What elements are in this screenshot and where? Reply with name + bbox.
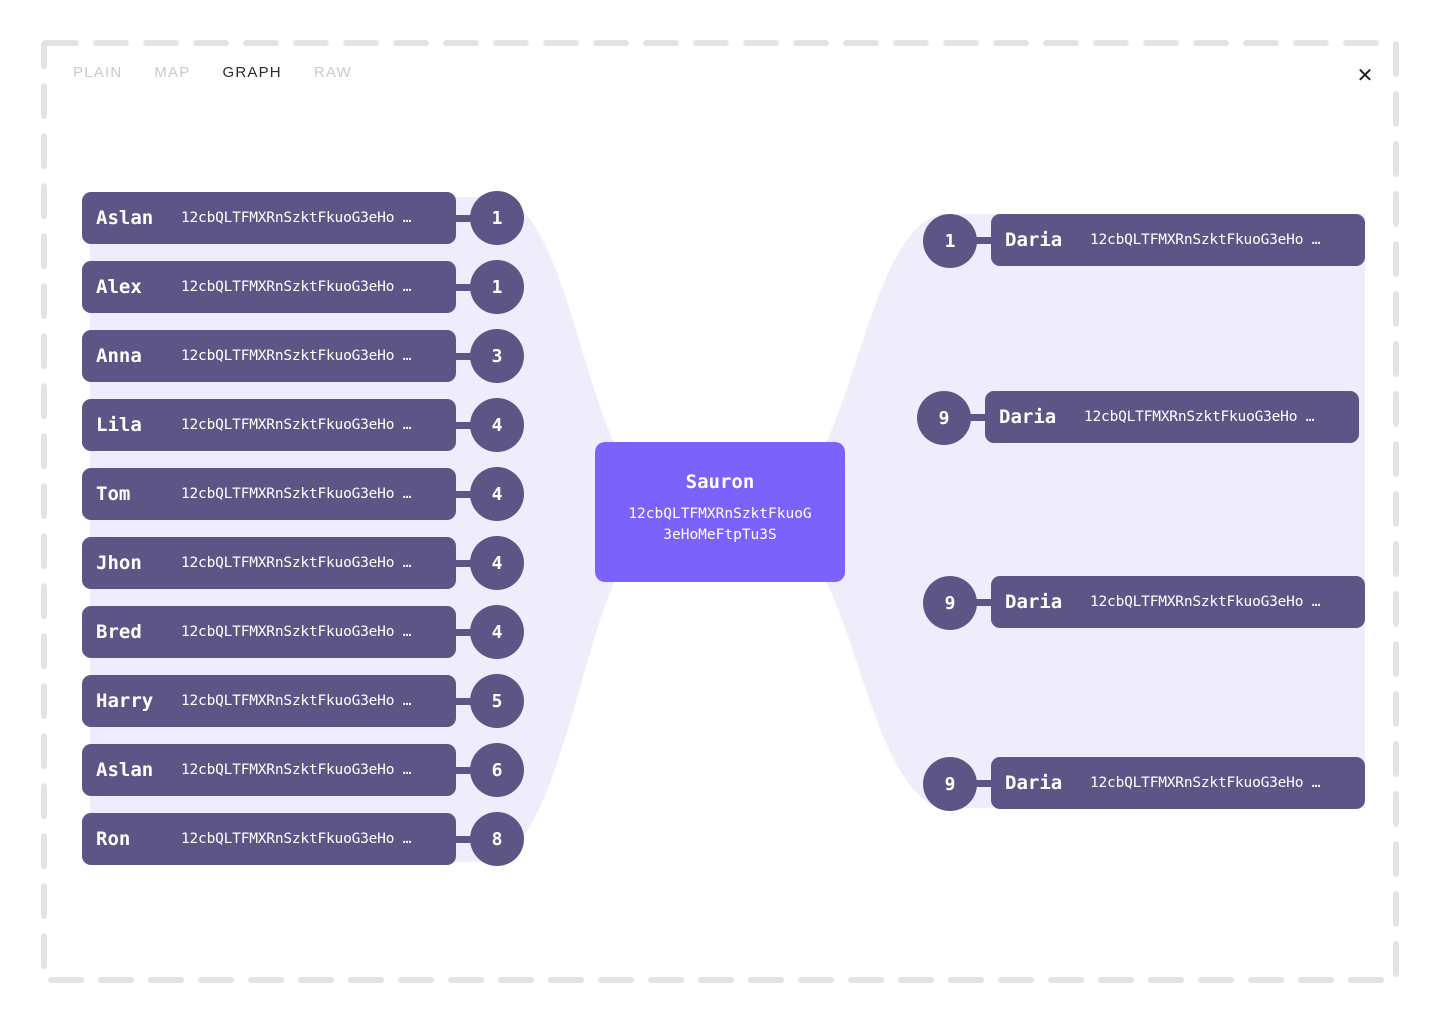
- input-pill[interactable]: Harry 12cbQLTFMXRnSzktFkuoG3eHo …: [82, 675, 456, 727]
- input-pill[interactable]: Alex 12cbQLTFMXRnSzktFkuoG3eHo …: [82, 261, 456, 313]
- output-count-badge: 9: [923, 757, 977, 811]
- connector: [455, 284, 475, 291]
- input-pill[interactable]: Anna 12cbQLTFMXRnSzktFkuoG3eHo …: [82, 330, 456, 382]
- input-name: Bred: [96, 621, 142, 643]
- output-count-badge: 1: [923, 214, 977, 268]
- input-name: Jhon: [96, 552, 142, 574]
- connector: [974, 237, 994, 244]
- output-name: Daria: [999, 406, 1057, 428]
- input-address: 12cbQLTFMXRnSzktFkuoG3eHo …: [181, 210, 412, 226]
- connector: [455, 353, 475, 360]
- tab-raw[interactable]: RAW: [313, 64, 352, 81]
- view-tabs: PLAIN MAP GRAPH RAW: [73, 64, 384, 81]
- input-count-badge: 4: [470, 467, 524, 521]
- input-pill[interactable]: Jhon 12cbQLTFMXRnSzktFkuoG3eHo …: [82, 537, 456, 589]
- input-address: 12cbQLTFMXRnSzktFkuoG3eHo …: [181, 762, 412, 778]
- input-name: Tom: [96, 483, 131, 505]
- input-address: 12cbQLTFMXRnSzktFkuoG3eHo …: [181, 348, 412, 364]
- output-pill[interactable]: Daria 12cbQLTFMXRnSzktFkuoG3eHo …: [991, 757, 1365, 809]
- input-address: 12cbQLTFMXRnSzktFkuoG3eHo …: [181, 693, 412, 709]
- input-address: 12cbQLTFMXRnSzktFkuoG3eHo …: [181, 624, 412, 640]
- connector: [455, 491, 475, 498]
- output-pill[interactable]: Daria 12cbQLTFMXRnSzktFkuoG3eHo …: [985, 391, 1359, 443]
- output-address: 12cbQLTFMXRnSzktFkuoG3eHo …: [1090, 775, 1321, 791]
- center-node[interactable]: Sauron 12cbQLTFMXRnSzktFkuoG3eHoMeFtpTu3…: [595, 442, 845, 582]
- output-name: Daria: [1005, 229, 1063, 251]
- connector: [455, 629, 475, 636]
- input-count-badge: 3: [470, 329, 524, 383]
- output-name: Daria: [1005, 591, 1063, 613]
- outputs-flow-area: [820, 214, 1365, 808]
- input-address: 12cbQLTFMXRnSzktFkuoG3eHo …: [181, 555, 412, 571]
- connector: [974, 599, 994, 606]
- connector: [455, 560, 475, 567]
- center-name: Sauron: [685, 471, 755, 493]
- connector: [455, 698, 475, 705]
- input-pill[interactable]: Tom 12cbQLTFMXRnSzktFkuoG3eHo …: [82, 468, 456, 520]
- connector: [455, 215, 475, 222]
- connector: [455, 767, 475, 774]
- input-pill[interactable]: Ron 12cbQLTFMXRnSzktFkuoG3eHo …: [82, 813, 456, 865]
- input-address: 12cbQLTFMXRnSzktFkuoG3eHo …: [181, 831, 412, 847]
- input-address: 12cbQLTFMXRnSzktFkuoG3eHo …: [181, 279, 412, 295]
- input-pill[interactable]: Aslan 12cbQLTFMXRnSzktFkuoG3eHo …: [82, 192, 456, 244]
- connector: [455, 836, 475, 843]
- tab-graph[interactable]: GRAPH: [222, 64, 282, 81]
- input-address: 12cbQLTFMXRnSzktFkuoG3eHo …: [181, 486, 412, 502]
- output-pill[interactable]: Daria 12cbQLTFMXRnSzktFkuoG3eHo …: [991, 576, 1365, 628]
- input-pill[interactable]: Lila 12cbQLTFMXRnSzktFkuoG3eHo …: [82, 399, 456, 451]
- input-address: 12cbQLTFMXRnSzktFkuoG3eHo …: [181, 417, 412, 433]
- output-pill[interactable]: Daria 12cbQLTFMXRnSzktFkuoG3eHo …: [991, 214, 1365, 266]
- input-pill[interactable]: Bred 12cbQLTFMXRnSzktFkuoG3eHo …: [82, 606, 456, 658]
- connector: [974, 780, 994, 787]
- output-address: 12cbQLTFMXRnSzktFkuoG3eHo …: [1090, 594, 1321, 610]
- input-count-badge: 4: [470, 536, 524, 590]
- input-name: Alex: [96, 276, 142, 298]
- output-count-badge: 9: [923, 576, 977, 630]
- input-count-badge: 5: [470, 674, 524, 728]
- input-name: Ron: [96, 828, 131, 850]
- output-count-badge: 9: [917, 391, 971, 445]
- tab-plain[interactable]: PLAIN: [73, 64, 123, 81]
- center-address: 12cbQLTFMXRnSzktFkuoG3eHoMeFtpTu3S: [628, 506, 812, 543]
- connector: [968, 414, 988, 421]
- input-count-badge: 1: [470, 260, 524, 314]
- tab-map[interactable]: MAP: [154, 64, 191, 81]
- input-name: Aslan: [96, 759, 154, 781]
- output-address: 12cbQLTFMXRnSzktFkuoG3eHo …: [1084, 409, 1315, 425]
- input-name: Harry: [96, 690, 154, 712]
- input-count-badge: 4: [470, 605, 524, 659]
- input-count-badge: 1: [470, 191, 524, 245]
- connector: [455, 422, 475, 429]
- input-count-badge: 4: [470, 398, 524, 452]
- input-count-badge: 8: [470, 812, 524, 866]
- input-name: Aslan: [96, 207, 154, 229]
- input-count-badge: 6: [470, 743, 524, 797]
- close-icon[interactable]: ✕: [1356, 63, 1374, 87]
- input-name: Lila: [96, 414, 142, 436]
- output-address: 12cbQLTFMXRnSzktFkuoG3eHo …: [1090, 232, 1321, 248]
- output-name: Daria: [1005, 772, 1063, 794]
- input-pill[interactable]: Aslan 12cbQLTFMXRnSzktFkuoG3eHo …: [82, 744, 456, 796]
- input-name: Anna: [96, 345, 142, 367]
